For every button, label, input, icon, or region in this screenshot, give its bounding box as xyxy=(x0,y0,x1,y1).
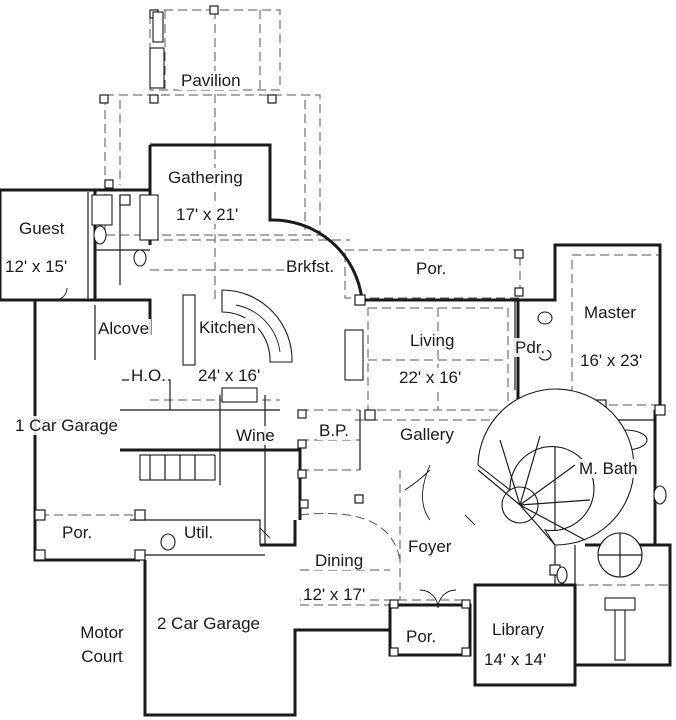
room-size-guest: 12' x 15' xyxy=(3,257,70,276)
room-label-gallery: Gallery xyxy=(398,425,456,444)
room-label-living: Living xyxy=(408,331,457,350)
room-label-foyer: Foyer xyxy=(406,537,454,556)
fixtures xyxy=(91,11,667,661)
room-size-gathering: 17' x 21' xyxy=(174,205,241,224)
room-label-dining: Dining xyxy=(313,551,366,570)
room-label-gathering: Gathering xyxy=(166,168,245,187)
room-label-master-bath: M. Bath xyxy=(577,459,640,478)
room-label-library: Library xyxy=(490,620,546,639)
room-label-porch-top: Por. xyxy=(414,259,449,278)
room-label-motor-court: Motor Court xyxy=(80,623,124,666)
room-label-wine: Wine xyxy=(234,426,277,445)
door-swings xyxy=(54,287,476,609)
room-label-porch-left: Por. xyxy=(60,523,95,542)
fireplace-icon xyxy=(152,11,164,43)
room-label-garage-one: 1 Car Garage xyxy=(13,416,120,435)
room-size-kitchen: 24' x 16' xyxy=(196,366,263,385)
room-label-kitchen: Kitchen xyxy=(197,318,258,337)
room-size-master: 16' x 23' xyxy=(578,351,645,370)
fireplace-icon xyxy=(344,329,364,381)
columns xyxy=(34,5,666,657)
toilet-icon xyxy=(537,311,553,325)
room-size-library: 14' x 14' xyxy=(482,650,549,669)
room-label-butler-pantry: B.P. xyxy=(317,421,351,440)
room-label-garage-two: 2 Car Garage xyxy=(155,614,262,633)
fireplace-icon xyxy=(139,194,159,241)
room-label-utility: Util. xyxy=(182,523,216,542)
spiral-stair xyxy=(477,388,635,546)
toilet-icon xyxy=(133,249,147,267)
room-size-living: 22' x 16' xyxy=(397,368,464,387)
room-size-dining: 12' x 17' xyxy=(301,585,368,604)
room-label-alcove: Alcove xyxy=(96,319,152,338)
room-label-guest: Guest xyxy=(17,219,67,238)
room-label-breakfast: Brkfst. xyxy=(284,257,337,276)
room-label-master: Master xyxy=(582,303,638,322)
room-label-home-office: H.O. xyxy=(129,366,168,385)
room-label-porch-front: Por. xyxy=(404,627,439,646)
toilet-icon xyxy=(93,225,107,245)
room-label-pavilion: Pavilion xyxy=(179,71,243,90)
room-label-powder: Pdr. xyxy=(513,338,548,357)
toilet-icon xyxy=(556,566,568,584)
interior-walls xyxy=(35,192,655,585)
